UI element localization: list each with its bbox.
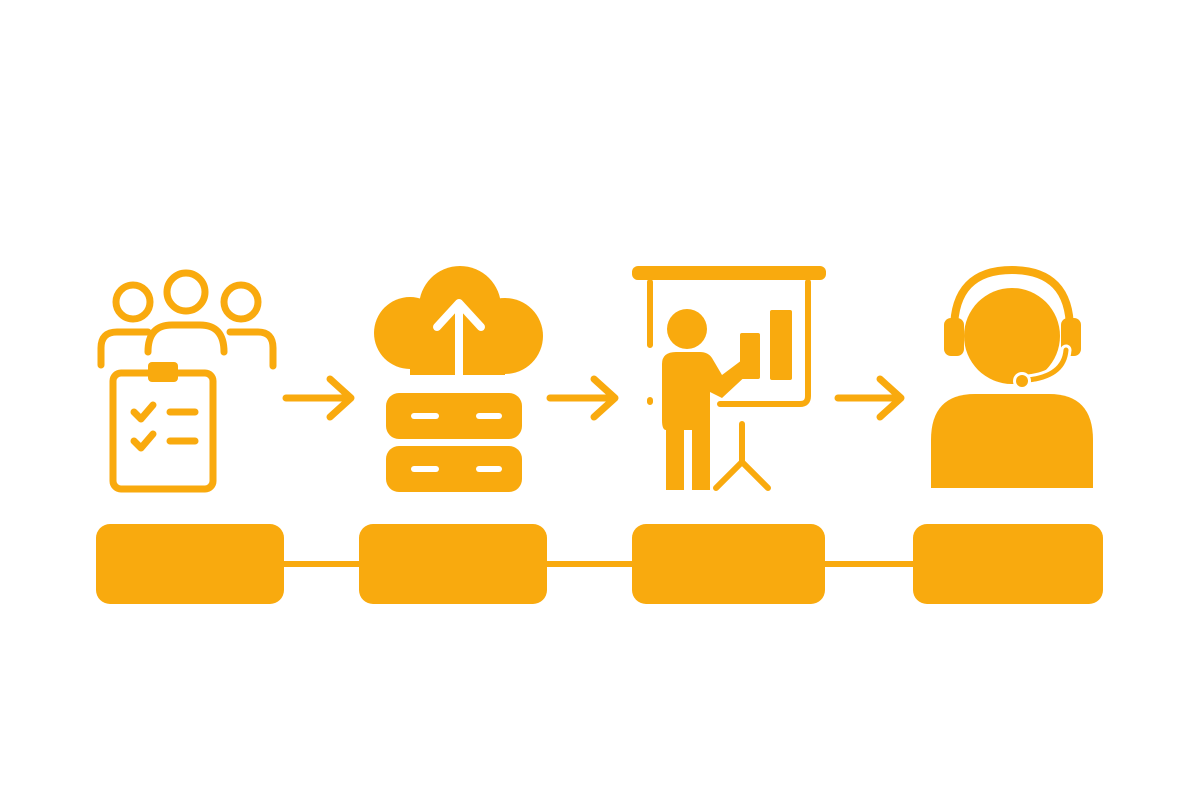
presentation-chart-icon: [632, 266, 826, 491]
arrow-right-icon: [282, 375, 355, 421]
step-label-box: [913, 524, 1103, 604]
cloud-upload-server-icon: [374, 266, 543, 492]
arrow-right-icon: [546, 375, 619, 421]
support-agent-headset-icon: [931, 265, 1093, 488]
step-label-box: [96, 524, 284, 604]
arrow-right-icon: [834, 375, 905, 421]
clipboard-clip-icon: [148, 362, 178, 382]
step-label-box: [632, 524, 825, 604]
step-label-box: [359, 524, 547, 604]
team-checklist-icon: [97, 269, 277, 493]
